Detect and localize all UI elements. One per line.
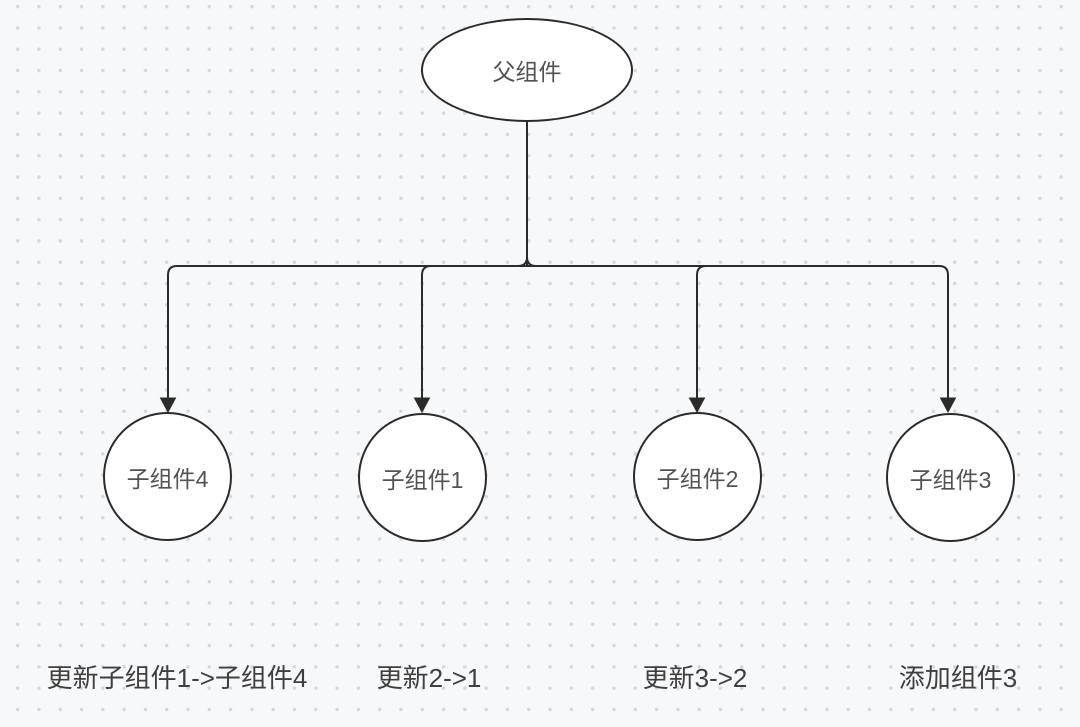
- edge-drop-child-1[interactable]: [421, 265, 432, 399]
- node-child-3-label: 子组件3: [909, 466, 992, 493]
- arrowhead-child-2: [688, 397, 706, 414]
- node-parent[interactable]: 父组件: [421, 18, 633, 122]
- arrowhead-child-3: [939, 397, 957, 414]
- caption-update-child1-to-child4[interactable]: 更新子组件1->子组件4: [46, 663, 308, 693]
- arrowhead-child-1: [413, 397, 431, 414]
- caption-add-component-3[interactable]: 添加组件3: [898, 663, 1018, 693]
- arrowhead-child-4: [159, 397, 177, 414]
- node-child-2[interactable]: 子组件2: [633, 412, 762, 541]
- edge-horizontal-bus[interactable]: [167, 265, 949, 276]
- node-child-4-label: 子组件4: [126, 465, 209, 492]
- edge-parent-trunk[interactable]: [517, 121, 537, 267]
- node-parent-label: 父组件: [492, 59, 562, 85]
- caption-update-2-to-1[interactable]: 更新2->1: [376, 663, 482, 693]
- caption-update-3-to-2[interactable]: 更新3->2: [642, 663, 748, 693]
- node-child-4[interactable]: 子组件4: [103, 412, 232, 541]
- edge-drop-child-2[interactable]: [696, 265, 707, 399]
- node-child-1[interactable]: 子组件1: [358, 413, 487, 542]
- node-child-2-label: 子组件2: [656, 465, 739, 492]
- node-child-3[interactable]: 子组件3: [886, 413, 1015, 542]
- node-child-1-label: 子组件1: [381, 466, 464, 493]
